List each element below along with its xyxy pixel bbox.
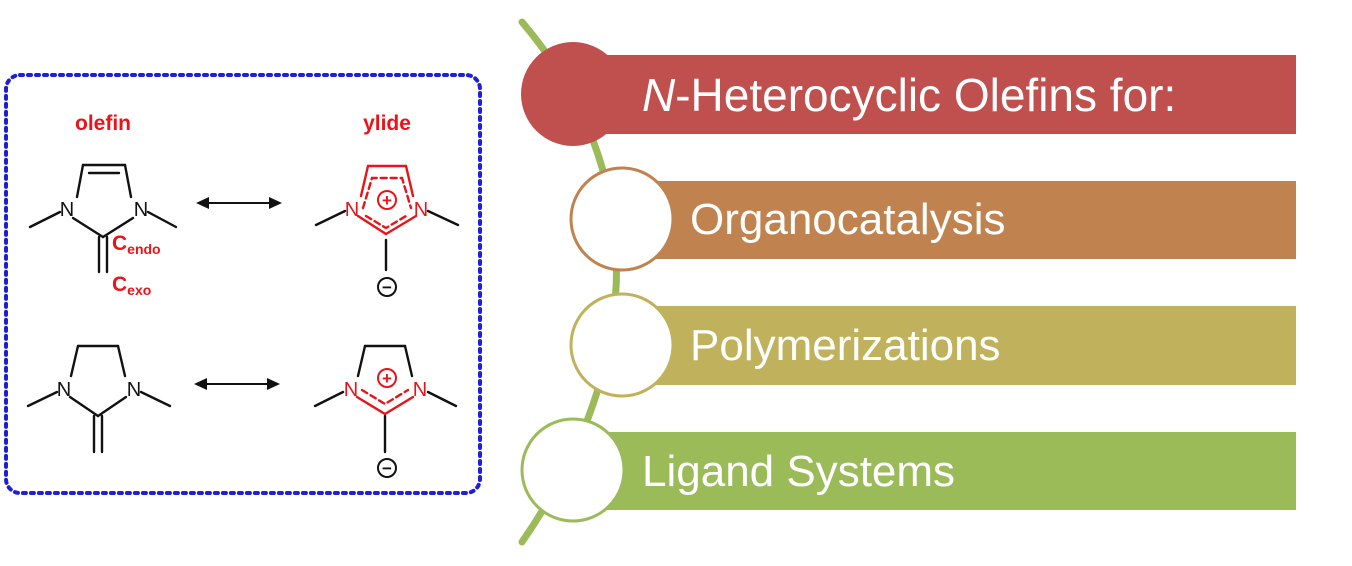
bond: [96, 395, 128, 418]
atom-n: N: [344, 379, 358, 401]
c-endo-label: Cendo: [112, 232, 161, 257]
ligand-systems-label: Ligand Systems: [642, 447, 955, 496]
polymerizations-label: Polymerizations: [690, 321, 1001, 370]
atom-n: N: [345, 199, 359, 221]
ligand-systems-node-circle: [520, 417, 626, 523]
bond: [359, 164, 370, 198]
bond: [28, 210, 62, 229]
nho-unsaturated-ylide: N N + −: [314, 164, 460, 297]
bond: [356, 344, 367, 378]
organocatalysis-bar: [622, 181, 1296, 259]
bond: [403, 344, 414, 378]
timeline-title: N-Heterocyclic Olefins for:: [642, 69, 1176, 121]
ylide-label: ylide: [363, 112, 411, 135]
bond: [314, 209, 347, 227]
bond: [139, 390, 172, 408]
bond: [383, 395, 415, 416]
bond: [26, 390, 59, 408]
bond: [384, 214, 418, 236]
negative-charge-circle: [377, 277, 397, 297]
bond: [355, 395, 387, 416]
bond: [313, 390, 345, 408]
bond: [426, 390, 458, 408]
ligand-systems-bar: [572, 432, 1296, 510]
positive-charge-circle: [377, 190, 397, 210]
bond: [116, 344, 127, 378]
positive-charge: +: [382, 191, 392, 210]
nho-saturated-olefin: N N: [26, 344, 172, 454]
atom-n: N: [57, 379, 71, 401]
negative-charge: −: [382, 459, 392, 478]
resonance-arrow: [194, 378, 280, 390]
organocatalysis-node-circle: [569, 166, 675, 272]
delocalization-dashes: [360, 388, 410, 406]
atom-n: N: [134, 199, 148, 221]
bond: [69, 344, 80, 378]
bond: [75, 163, 85, 199]
resonance-arrow: [196, 197, 282, 209]
bond: [426, 209, 460, 227]
title-bar: [572, 55, 1296, 134]
bond: [123, 163, 133, 199]
bond: [68, 395, 100, 418]
delocalization-dashes: [364, 214, 408, 230]
polymerizations-node-circle: [569, 292, 675, 398]
nho-unsaturated-olefin: N N Cendo Cexo: [28, 163, 178, 298]
bond: [71, 216, 105, 239]
negative-charge: −: [382, 278, 392, 297]
nho-saturated-ylide: N N + −: [313, 344, 458, 478]
title-node-circle: [521, 42, 625, 146]
olefin-label: olefin: [75, 112, 131, 135]
application-timeline: N-Heterocyclic Olefins for: Organocataly…: [518, 18, 1296, 546]
atom-n: N: [60, 199, 74, 221]
positive-charge-circle: [377, 368, 397, 388]
organocatalysis-label: Organocatalysis: [690, 195, 1005, 244]
bond: [356, 214, 388, 236]
bond: [404, 164, 415, 198]
polymerizations-bar: [622, 306, 1296, 385]
negative-charge-circle: [377, 458, 397, 478]
bond: [101, 216, 135, 239]
atom-n: N: [413, 379, 427, 401]
bond: [146, 210, 178, 229]
positive-charge: +: [382, 369, 392, 388]
resonance-scheme: olefin ylide N N Cendo Cexo: [4, 73, 482, 495]
c-exo-label: Cexo: [112, 273, 151, 298]
atom-n: N: [127, 379, 141, 401]
delocalization-dashes: [361, 176, 413, 210]
scheme-frame: [4, 73, 482, 495]
atom-n: N: [414, 199, 428, 221]
